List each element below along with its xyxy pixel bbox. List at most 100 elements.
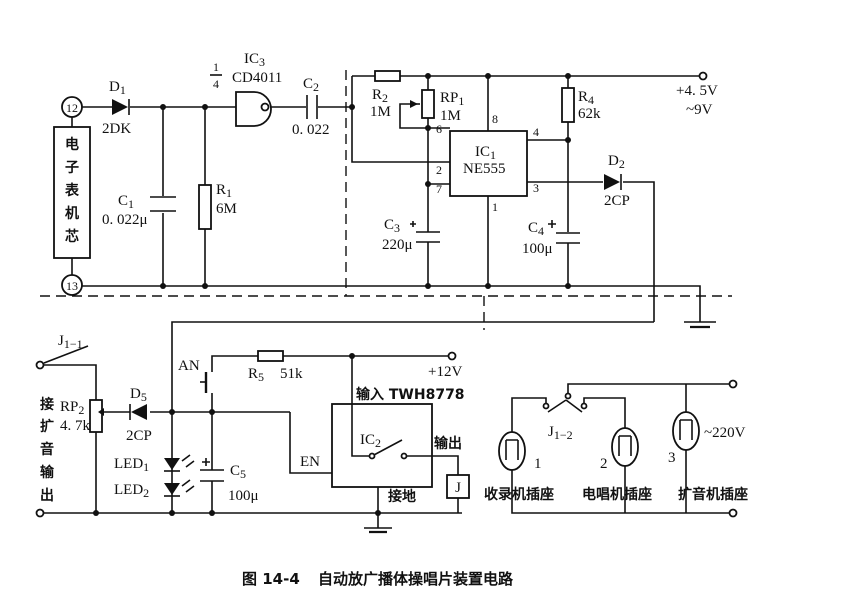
ic3-nand-gate: IC3 1 4 CD4011 — [210, 51, 282, 127]
ground-symbol-lower — [364, 527, 392, 534]
dashed-partitions — [40, 70, 732, 330]
left-terminals — [35, 360, 45, 518]
socket-1: 1 收录机插座 — [484, 431, 554, 503]
svg-text:扩: 扩 — [40, 418, 54, 435]
resistor-r5: R5 51k — [248, 350, 303, 384]
svg-text:12: 12 — [66, 101, 78, 115]
pushbutton-an: AN — [178, 358, 208, 393]
ic2-twh8778: 输入 TWH8778 IC2 输出 接地 EN — [300, 386, 465, 505]
svg-text:接: 接 — [40, 396, 54, 413]
diode-d5: D5 2CP — [126, 386, 152, 444]
svg-text:+12V: +12V — [428, 364, 462, 380]
socket-2: 2 电唱机插座 — [582, 427, 652, 503]
capacitor-c5: C5 100μ — [200, 458, 259, 504]
svg-text:1M: 1M — [440, 108, 461, 124]
svg-text:J: J — [455, 480, 461, 496]
resistor-r4: R4 62k — [561, 87, 601, 123]
svg-text:音: 音 — [40, 441, 54, 458]
capacitor-c3: C3 220μ — [382, 217, 440, 253]
svg-text:1M: 1M — [370, 104, 391, 120]
resistor-r2: R2 1M — [370, 70, 401, 120]
caption-title: 自动放广播体操唱片装置电路 — [318, 570, 514, 588]
svg-text:1: 1 — [534, 456, 542, 472]
diode-d1: D1 2DK — [102, 79, 131, 137]
svg-text:R4: R4 — [578, 89, 594, 107]
svg-text:收录机插座: 收录机插座 — [484, 486, 554, 503]
node-12: 12 — [61, 96, 83, 118]
svg-text:220μ: 220μ — [382, 237, 413, 253]
svg-text:6: 6 — [436, 122, 442, 136]
svg-text:D5: D5 — [130, 386, 147, 404]
svg-text:+4. 5V: +4. 5V — [676, 83, 718, 99]
svg-text:2: 2 — [600, 456, 608, 472]
potentiometer-rp2: RP2 4. 7k — [60, 399, 104, 434]
svg-text:100μ: 100μ — [228, 488, 259, 504]
svg-text:3: 3 — [533, 181, 539, 195]
supply-12v: +12V — [428, 351, 462, 380]
capacitor-c2: C2 0. 022 — [292, 76, 330, 138]
svg-text:J1−1: J1−1 — [58, 333, 83, 351]
diode-d2: D2 2CP — [604, 153, 630, 209]
svg-text:6M: 6M — [216, 201, 237, 217]
mains-terminals — [728, 379, 738, 518]
svg-text:电唱机插座: 电唱机插座 — [582, 486, 652, 503]
svg-text:扩音机插座: 扩音机插座 — [678, 486, 748, 503]
svg-text:电: 电 — [65, 136, 79, 153]
svg-text:~220V: ~220V — [704, 425, 746, 441]
svg-text:2CP: 2CP — [604, 193, 630, 209]
svg-text:RP1: RP1 — [440, 90, 464, 108]
svg-text:表: 表 — [64, 182, 80, 199]
svg-text:51k: 51k — [280, 366, 303, 382]
svg-text:R2: R2 — [372, 87, 388, 105]
svg-text:CD4011: CD4011 — [232, 70, 282, 86]
svg-text:C2: C2 — [303, 76, 319, 94]
svg-text:1: 1 — [492, 200, 498, 214]
svg-text:62k: 62k — [578, 106, 601, 122]
caption-number: 图 14-4 — [242, 570, 300, 588]
svg-text:子: 子 — [65, 160, 79, 176]
capacitor-c4: C4 100μ — [522, 220, 580, 257]
svg-text:100μ: 100μ — [522, 241, 553, 257]
upper-wires — [71, 75, 701, 322]
led-1: LED1 — [114, 454, 195, 474]
svg-text:RP2: RP2 — [60, 399, 84, 417]
relay-coil-j: J — [446, 474, 470, 499]
svg-text:R5: R5 — [248, 366, 264, 384]
svg-text:4: 4 — [533, 125, 539, 139]
switch-contact-j1-2: J1−2 — [542, 392, 588, 442]
node-13: 13 — [61, 274, 83, 296]
svg-text:0. 022μ: 0. 022μ — [102, 212, 148, 228]
svg-text:输入 TWH8778: 输入 TWH8778 — [356, 386, 465, 403]
svg-text:~9V: ~9V — [686, 102, 713, 118]
svg-text:NE555: NE555 — [463, 161, 506, 177]
potentiometer-rp1: RP1 1M — [410, 89, 464, 124]
svg-text:C1: C1 — [118, 193, 134, 211]
amp-output-label: 接 扩 音 输 出 — [40, 396, 55, 504]
led-2: LED2 — [114, 479, 195, 500]
svg-text:1: 1 — [213, 60, 219, 74]
svg-text:2DK: 2DK — [102, 121, 131, 137]
svg-text:输出: 输出 — [434, 435, 462, 452]
figure-caption: 图 14-4 自动放广播体操唱片装置电路 — [242, 570, 514, 588]
svg-text:EN: EN — [300, 454, 320, 470]
watch-core-box: 电 子 表 机 芯 — [53, 126, 91, 259]
ground-symbol-upper — [684, 321, 716, 329]
ic1-ne555: IC1 NE555 8 4 6 2 7 3 1 — [436, 112, 539, 214]
junction-dots-upper — [160, 73, 571, 289]
svg-text:D1: D1 — [109, 79, 126, 97]
svg-text:出: 出 — [40, 487, 54, 504]
svg-text:J1−2: J1−2 — [548, 424, 573, 442]
svg-text:4. 7k: 4. 7k — [60, 418, 91, 434]
svg-text:芯: 芯 — [65, 228, 79, 245]
svg-text:接地: 接地 — [388, 488, 416, 505]
svg-text:3: 3 — [668, 450, 676, 466]
svg-text:LED1: LED1 — [114, 456, 149, 474]
svg-text:IC2: IC2 — [360, 432, 381, 450]
svg-text:0. 022: 0. 022 — [292, 122, 330, 138]
svg-text:R1: R1 — [216, 182, 232, 200]
socket-wires — [511, 383, 730, 514]
junction-dots-lower — [93, 353, 381, 516]
relay-contact-j1-1: J1−1 — [43, 333, 89, 364]
svg-text:8: 8 — [492, 112, 498, 126]
